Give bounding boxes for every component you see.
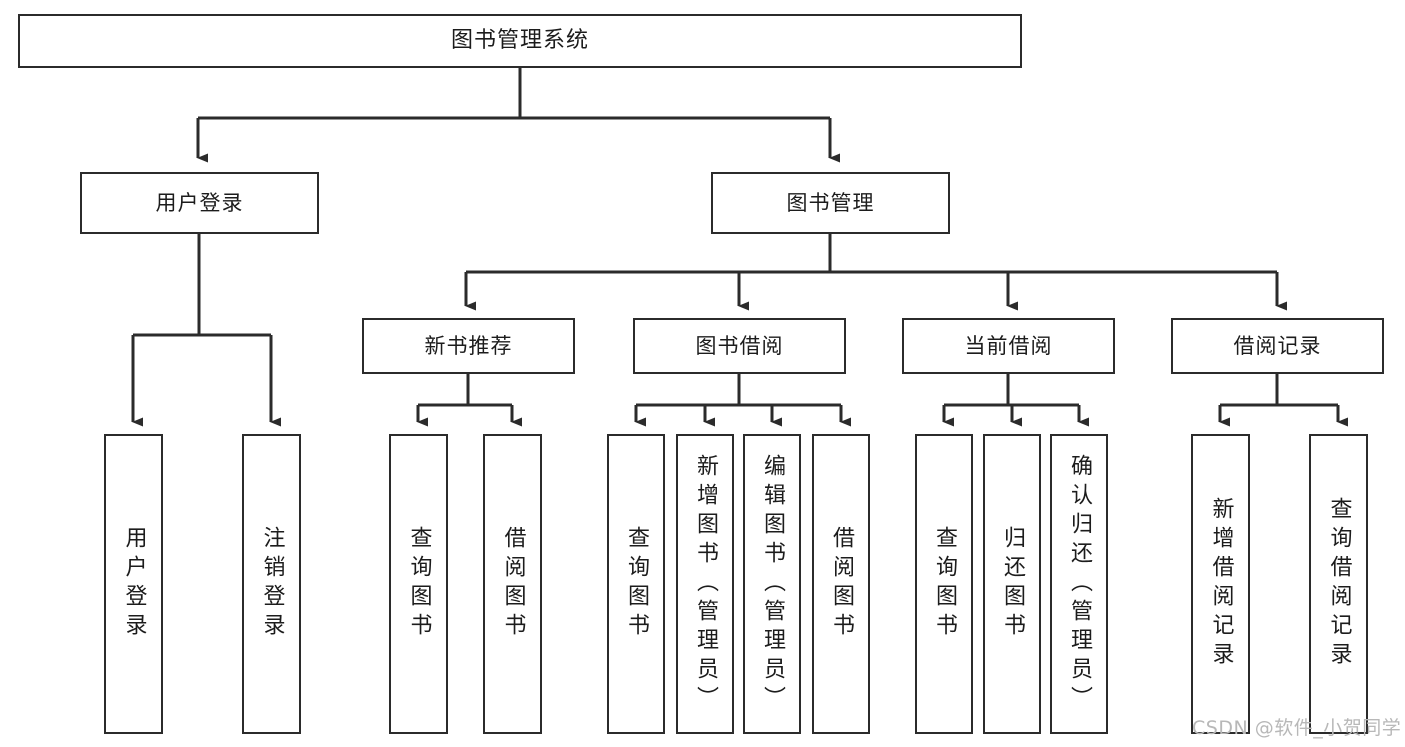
leaf-borrow-borrow-book[interactable]: 借阅图书 [812, 434, 870, 734]
leaf-recommend-borrow-book[interactable]: 借阅图书 [483, 434, 542, 734]
node-label: 当前借阅 [964, 333, 1053, 358]
node-label: 查询图书 [624, 526, 649, 642]
node-root-system[interactable]: 图书管理系统 [18, 14, 1022, 68]
node-label: 借阅记录 [1233, 333, 1322, 358]
node-label: 新增借阅记录 [1208, 497, 1234, 671]
node-label: 图书借阅 [695, 333, 784, 358]
node-label: 借阅图书 [829, 526, 854, 642]
leaf-record-query-record[interactable]: 查询借阅记录 [1309, 434, 1368, 734]
leaf-borrow-edit-book-admin[interactable]: 编辑图书（管理员） [743, 434, 801, 734]
leaf-user-login-logout[interactable]: 注销登录 [242, 434, 301, 734]
node-label: 归还图书 [1000, 526, 1025, 642]
node-new-book-recommend[interactable]: 新书推荐 [362, 318, 575, 374]
node-label: 新增图书（管理员） [693, 453, 718, 715]
node-label: 确认归还（管理员） [1067, 453, 1092, 715]
node-borrow-record[interactable]: 借阅记录 [1171, 318, 1384, 374]
node-label: 用户登录 [155, 190, 244, 215]
node-label: 查询图书 [406, 526, 432, 642]
leaf-borrow-add-book-admin[interactable]: 新增图书（管理员） [676, 434, 734, 734]
node-label: 图书管理 [786, 190, 875, 215]
node-book-borrow[interactable]: 图书借阅 [633, 318, 846, 374]
node-label: 图书管理系统 [450, 28, 589, 54]
leaf-borrow-query-book[interactable]: 查询图书 [607, 434, 665, 734]
node-book-management[interactable]: 图书管理 [711, 172, 950, 234]
leaf-current-return-book[interactable]: 归还图书 [983, 434, 1041, 734]
node-label: 借阅图书 [500, 526, 526, 642]
node-label: 编辑图书（管理员） [760, 453, 785, 715]
leaf-record-add-record[interactable]: 新增借阅记录 [1191, 434, 1250, 734]
leaf-recommend-query-book[interactable]: 查询图书 [389, 434, 448, 734]
node-label: 查询图书 [932, 526, 957, 642]
leaf-user-login-login[interactable]: 用户登录 [104, 434, 163, 734]
node-current-borrow[interactable]: 当前借阅 [902, 318, 1115, 374]
node-label: 用户登录 [121, 526, 147, 642]
node-label: 注销登录 [259, 526, 285, 642]
node-label: 新书推荐 [424, 333, 513, 358]
leaf-current-confirm-return-admin[interactable]: 确认归还（管理员） [1050, 434, 1108, 734]
node-user-login[interactable]: 用户登录 [80, 172, 319, 234]
node-label: 查询借阅记录 [1326, 497, 1352, 671]
leaf-current-query-book[interactable]: 查询图书 [915, 434, 973, 734]
